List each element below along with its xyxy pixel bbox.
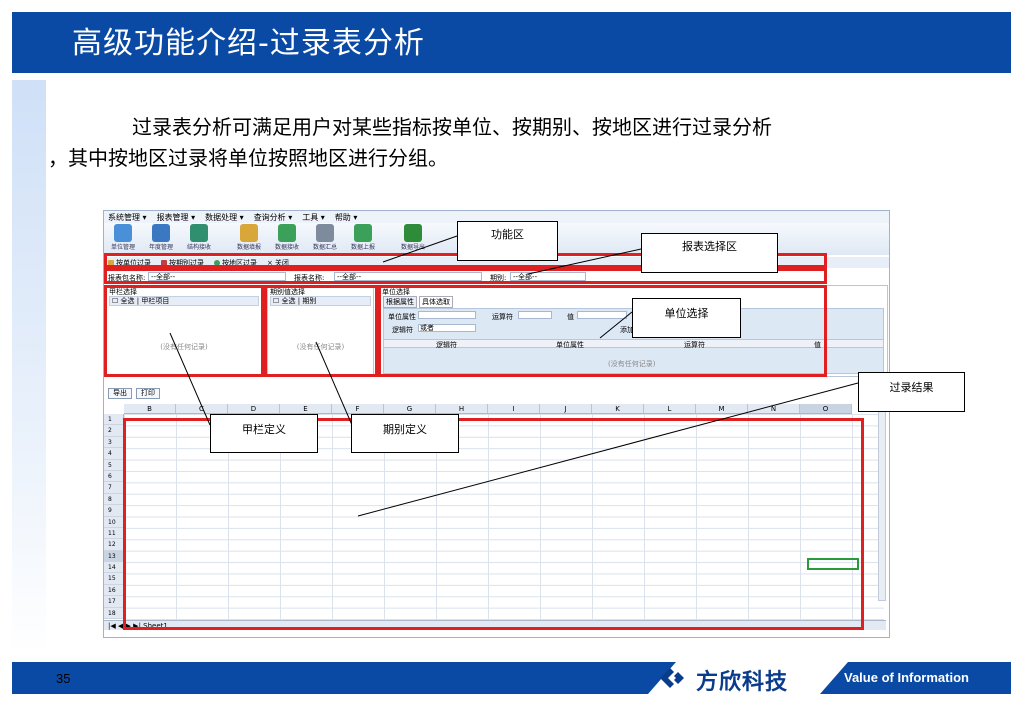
excel-icon [404, 224, 422, 242]
highlight-period-select [264, 285, 378, 377]
callout-report-select: 报表选择区 [641, 233, 778, 273]
col-select-header: ☐ 全选 | 甲栏项目 [109, 296, 259, 306]
callout-col-def: 甲栏定义 [210, 414, 318, 453]
ribbon-unit-manage-button[interactable]: 单位管理 [106, 223, 140, 255]
slide-paragraph: 过录表分析可满足用户对某些指标按单位、按期别、按地区进行过录分析 ，其中按地区过… [48, 112, 988, 174]
report-select[interactable]: --全部-- [334, 272, 482, 281]
callout-result: 过录结果 [858, 372, 965, 412]
monitor-icon [190, 224, 208, 242]
operator-select[interactable] [518, 311, 552, 319]
unit-select-tabs: 根据属性 具体选取 [383, 296, 453, 308]
callout-period-def: 期别定义 [351, 414, 459, 453]
upload-arrows-icon [354, 224, 372, 242]
ribbon-data-upload-button[interactable]: 数据上报 [346, 223, 380, 255]
sheet-tab[interactable]: Sheet1 [143, 622, 168, 630]
print-button[interactable]: 打印 [136, 388, 160, 399]
period-select-all-checkbox[interactable]: 全选 [281, 297, 296, 305]
period-label: 期别: [490, 274, 507, 282]
period-tab-icon [161, 259, 167, 266]
tab-by-period[interactable]: 按期别过录 [161, 258, 204, 268]
col-select-all-checkbox[interactable]: 全选 [120, 297, 135, 305]
edit-sheet-icon [240, 224, 258, 242]
column-headers: B C D E F G H I J K L M N O [124, 404, 852, 414]
vertical-scrollbar[interactable] [878, 411, 886, 601]
calendar-icon [152, 224, 170, 242]
selected-cell[interactable] [807, 558, 859, 570]
tagline: Value of Information [844, 670, 969, 685]
tab-by-region[interactable]: 按地区过录 [214, 258, 257, 268]
unit-select-title: 单位选择 [382, 288, 410, 296]
menu-system[interactable]: 系统管理 ▾ [108, 212, 147, 222]
callout-unit-select: 单位选择 [632, 298, 741, 338]
tab-specific-pick[interactable]: 具体选取 [419, 296, 453, 308]
action-buttons: 导出 打印 [108, 388, 160, 399]
company-logo: 方欣科技 Value of Information [648, 662, 1011, 695]
menu-query[interactable]: 查询分析 ▾ [253, 212, 293, 222]
ribbon-data-receive-button[interactable]: 数据接收 [270, 223, 304, 255]
slide-title-bar [12, 12, 1011, 73]
col-select-title: 甲栏选择 [109, 288, 137, 296]
region-tab-icon [214, 259, 220, 266]
tab-by-attribute[interactable]: 根据属性 [383, 296, 417, 308]
report-selector-row: 报表包名称: --全部-- 报表名称: --全部-- 期别: --全部-- [104, 271, 889, 283]
menu-data[interactable]: 数据处理 ▾ [205, 212, 244, 222]
paragraph-line-1: 过录表分析可满足用户对某些指标按单位、按期别、按地区进行过录分析 [132, 115, 772, 139]
row-headers: 1 2 3 4 5 6 7 8 9 10 11 12 13 14 15 16 1… [104, 414, 124, 620]
ribbon-data-summary-button[interactable]: 数据汇总 [308, 223, 342, 255]
report-label: 报表名称: [294, 274, 325, 282]
inbox-download-icon [278, 224, 296, 242]
paragraph-line-2: ，其中按地区过录将单位按照地区进行分组。 [48, 146, 448, 170]
menu-tools[interactable]: 工具 ▾ [302, 212, 325, 222]
logo-text: 方欣科技 [696, 670, 789, 695]
ribbon-data-fill-button[interactable]: 数据填报 [232, 223, 266, 255]
menu-report[interactable]: 报表管理 ▾ [156, 212, 196, 222]
page-number: 35 [56, 671, 71, 686]
unit-filter-empty: (没有任何记录) [608, 360, 656, 368]
ribbon-data-export-button[interactable]: 数据导出 [396, 223, 430, 255]
highlight-unit-select [378, 285, 827, 377]
export-button[interactable]: 导出 [108, 388, 132, 399]
close-icon: × [267, 258, 273, 267]
period-select-title: 期别值选择 [270, 288, 305, 296]
tab-by-unit[interactable]: 按单位过录 [108, 258, 151, 268]
ribbon-year-manage-button[interactable]: 年度管理 [144, 223, 178, 255]
menu-bar: 系统管理 ▾ 报表管理 ▾ 数据处理 ▾ 查询分析 ▾ 工具 ▾ 帮助 ▾ [104, 211, 889, 223]
database-add-icon [316, 224, 334, 242]
logo-band [648, 662, 848, 694]
menu-help[interactable]: 帮助 ▾ [334, 212, 358, 222]
pkg-select[interactable]: --全部-- [148, 272, 286, 281]
decorative-stripe [12, 80, 46, 655]
callout-function-area: 功能区 [457, 221, 558, 261]
unit-filter-header: 逻辑符 单位属性 运算符 值 [384, 339, 883, 349]
highlight-col-select [104, 285, 264, 377]
function-tabs: 按单位过录 按期别过录 按地区过录 × 关闭 [104, 257, 889, 268]
slide-title: 高级功能介绍-过录表分析 [72, 26, 425, 61]
org-tree-icon [114, 224, 132, 242]
unit-attr-select[interactable] [418, 311, 476, 319]
period-select-header: ☐ 全选 | 期别 [270, 296, 371, 306]
pkg-label: 报表包名称: [108, 274, 146, 282]
close-tab-button[interactable]: × 关闭 [267, 258, 289, 267]
highlight-report-select [104, 268, 827, 284]
unit-tab-icon [108, 259, 114, 266]
footer-bar [12, 662, 1011, 694]
logic-select[interactable]: 或者 [418, 324, 476, 332]
ribbon-structure-receive-button[interactable]: 结构接收 [182, 223, 216, 255]
